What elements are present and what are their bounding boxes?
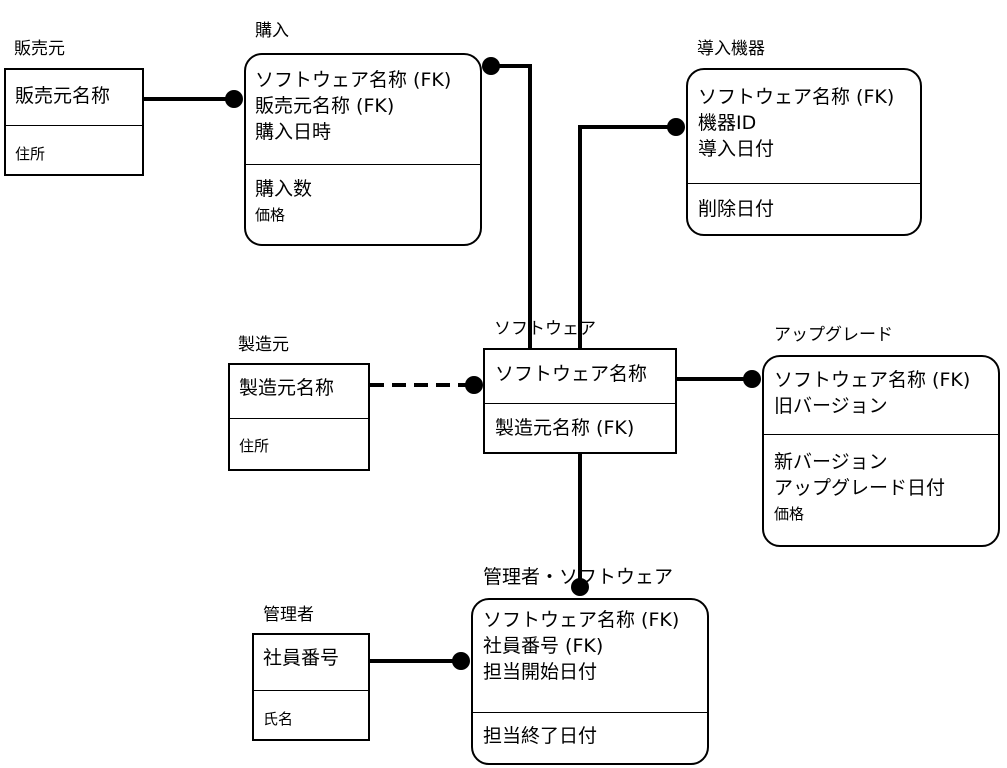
key-attribute: 導入日付 xyxy=(698,138,775,160)
key-attribute: ソフトウェア名称 (FK) xyxy=(483,609,680,631)
key-attribute: 購入日時 xyxy=(255,121,332,143)
key-attribute: 機器ID xyxy=(698,112,757,134)
rel-software-donyu-kiki xyxy=(578,125,676,348)
attribute: 価格 xyxy=(255,206,286,224)
entity-kanrisha: 社員番号 氏名 xyxy=(252,633,370,741)
entity-title-donyu-kiki: 導入機器 xyxy=(697,39,765,59)
key-attribute: ソフトウェア名称 (FK) xyxy=(698,86,895,108)
attribute: 担当終了日付 xyxy=(483,725,598,747)
key-section: 製造元名称 xyxy=(230,365,368,419)
key-section: ソフトウェア名称 (FK) 機器ID 導入日付 xyxy=(688,70,920,184)
attribute-section: 削除日付 xyxy=(688,184,920,222)
entity-software: ソフトウェア名称 製造元名称 (FK) xyxy=(483,348,677,454)
attribute-section: 住所 xyxy=(230,419,368,459)
entity-kanrisha-software: ソフトウェア名称 (FK) 社員番号 (FK) 担当開始日付 担当終了日付 xyxy=(471,598,709,765)
entity-title-seizomoto: 製造元 xyxy=(238,335,289,355)
entity-title-kanrisha: 管理者 xyxy=(263,605,314,625)
key-attribute: 販売元名称 (FK) xyxy=(255,95,395,117)
key-attribute: ソフトウェア名称 xyxy=(495,363,648,385)
attribute-section: 新バージョン アップグレード日付 価格 xyxy=(764,435,998,527)
key-section: ソフトウェア名称 (FK) 社員番号 (FK) 担当開始日付 xyxy=(473,600,707,713)
attribute-section: 製造元名称 (FK) xyxy=(485,404,675,441)
key-attribute: 担当開始日付 xyxy=(483,661,598,683)
key-attribute: 社員番号 xyxy=(263,647,340,669)
cardinality-dot xyxy=(571,578,589,596)
attribute: 製造元名称 (FK) xyxy=(495,417,635,439)
rel-software-konyu xyxy=(491,64,532,348)
key-section: ソフトウェア名称 (FK) 旧バージョン xyxy=(764,357,998,435)
attribute-section: 購入数 価格 xyxy=(246,165,480,228)
attribute-section: 氏名 xyxy=(254,691,368,732)
entity-hanbaimoto: 販売元名称 住所 xyxy=(4,68,144,176)
attribute: 新バージョン xyxy=(774,451,888,473)
key-attribute: ソフトウェア名称 (FK) xyxy=(255,69,452,91)
key-section: ソフトウェア名称 xyxy=(485,350,675,404)
attribute: 価格 xyxy=(774,505,805,523)
cardinality-dot xyxy=(482,57,500,75)
entity-seizomoto: 製造元名称 住所 xyxy=(228,363,370,471)
attribute-section: 担当終了日付 xyxy=(473,713,707,749)
key-attribute: 販売元名称 xyxy=(15,85,111,107)
key-section: 販売元名称 xyxy=(6,70,142,126)
entity-donyu-kiki: ソフトウェア名称 (FK) 機器ID 導入日付 削除日付 xyxy=(686,68,922,236)
entity-title-kanrisha-software: 管理者・ソフトウェア xyxy=(483,566,674,588)
entity-konyu: ソフトウェア名称 (FK) 販売元名称 (FK) 購入日時 購入数 価格 xyxy=(244,53,482,246)
cardinality-dot xyxy=(667,118,685,136)
cardinality-dot xyxy=(465,376,483,394)
cardinality-dot xyxy=(225,90,243,108)
attribute: 氏名 xyxy=(263,710,294,728)
entity-title-hanbaimoto: 販売元 xyxy=(14,39,65,59)
attribute: 住所 xyxy=(239,437,270,455)
key-attribute: 製造元名称 xyxy=(239,377,335,399)
entity-upgrade: ソフトウェア名称 (FK) 旧バージョン 新バージョン アップグレード日付 価格 xyxy=(762,355,1000,547)
entity-title-software: ソフトウェア xyxy=(494,319,596,339)
key-section: 社員番号 xyxy=(254,635,368,691)
entity-title-upgrade: アップグレード xyxy=(774,325,893,345)
key-attribute: 社員番号 (FK) xyxy=(483,635,604,657)
attribute: 削除日付 xyxy=(698,198,775,220)
attribute: 購入数 xyxy=(255,178,313,200)
key-section: ソフトウェア名称 (FK) 販売元名称 (FK) 購入日時 xyxy=(246,55,480,165)
entity-title-konyu: 購入 xyxy=(255,21,289,41)
attribute: 住所 xyxy=(15,145,46,163)
cardinality-dot xyxy=(452,652,470,670)
attribute-section: 住所 xyxy=(6,126,142,167)
key-attribute: 旧バージョン xyxy=(774,395,888,417)
attribute: アップグレード日付 xyxy=(774,477,946,499)
cardinality-dot xyxy=(743,370,761,388)
key-attribute: ソフトウェア名称 (FK) xyxy=(774,369,971,391)
